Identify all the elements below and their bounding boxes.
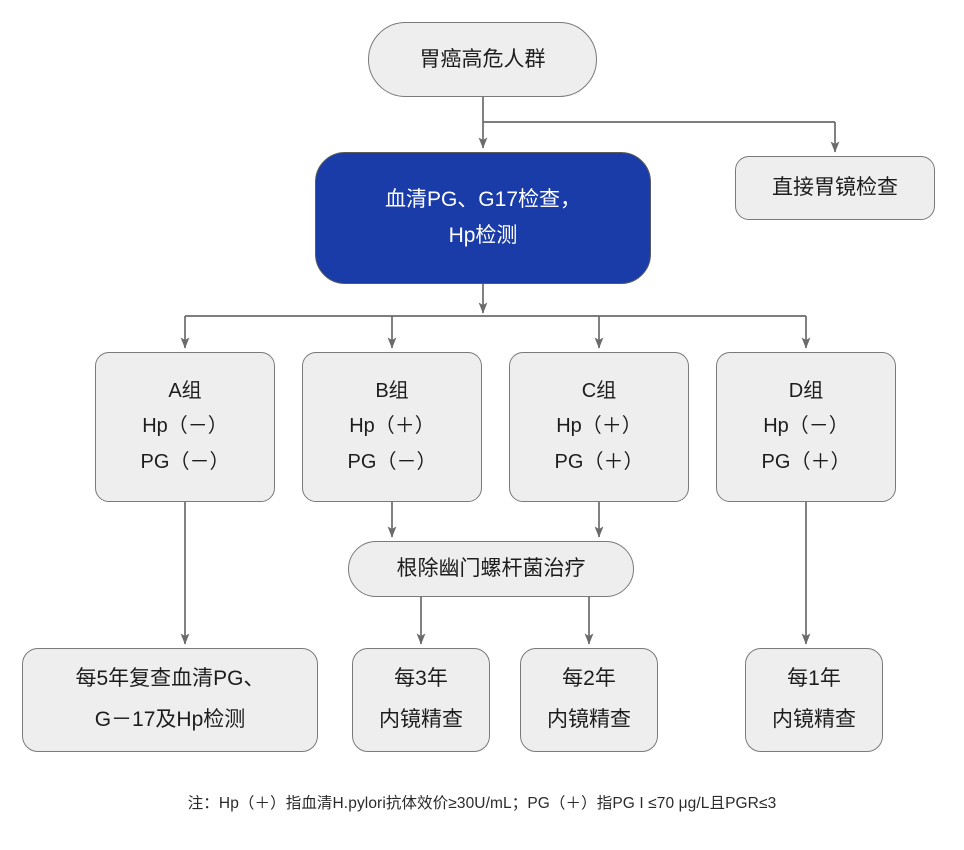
node-group-d[interactable]: D组 Hp（－） PG（＋）: [716, 352, 896, 502]
node-label-line-1: 每1年: [787, 667, 841, 691]
node-label-line-1: 每3年: [394, 667, 448, 691]
diagram-footnote: 注：Hp（＋）指血清H.pylori抗体效价≥30U/mL；PG（＋）指PG I…: [187, 795, 777, 812]
node-serum-screening[interactable]: 血清PG、G17检查， Hp检测: [315, 152, 651, 284]
node-label-line-2: Hp检测: [448, 224, 518, 247]
node-label: 直接胃镜检查: [772, 176, 898, 200]
group-hp-status: Hp（＋）: [349, 415, 435, 438]
group-name: D组: [788, 379, 824, 402]
node-label-line-2: 内镜精查: [547, 708, 631, 731]
group-name: A组: [168, 379, 202, 402]
group-pg-status: PG（－）: [140, 450, 230, 473]
node-label-line-1: 每2年: [562, 667, 616, 691]
node-label-line-2: 内镜精查: [379, 708, 463, 731]
group-hp-status: Hp（－）: [142, 415, 228, 438]
node-outcome-every-3-years[interactable]: 每3年 内镜精查: [352, 648, 490, 752]
node-outcome-every-5-years[interactable]: 每5年复查血清PG、 G－17及Hp检测: [22, 648, 318, 752]
group-pg-status: PG（＋）: [761, 450, 851, 473]
group-name: C组: [581, 379, 617, 402]
node-label: 胃癌高危人群: [419, 47, 546, 71]
group-pg-status: PG（＋）: [554, 450, 644, 473]
node-hp-eradication-therapy[interactable]: 根除幽门螺杆菌治疗: [348, 541, 634, 597]
node-high-risk-population[interactable]: 胃癌高危人群: [368, 22, 597, 97]
node-group-c[interactable]: C组 Hp（＋） PG（＋）: [509, 352, 689, 502]
group-hp-status: Hp（－）: [763, 415, 849, 438]
node-outcome-every-2-years[interactable]: 每2年 内镜精查: [520, 648, 658, 752]
node-label-line-2: G－17及Hp检测: [94, 708, 246, 731]
node-outcome-every-1-year[interactable]: 每1年 内镜精查: [745, 648, 883, 752]
node-group-a[interactable]: A组 Hp（－） PG（－）: [95, 352, 275, 502]
node-group-b[interactable]: B组 Hp（＋） PG（－）: [302, 352, 482, 502]
node-label: 根除幽门螺杆菌治疗: [396, 557, 586, 581]
group-pg-status: PG（－）: [347, 450, 437, 473]
group-hp-status: Hp（＋）: [556, 415, 642, 438]
node-direct-endoscopy[interactable]: 直接胃镜检查: [735, 156, 935, 220]
node-label-line-1: 血清PG、G17检查，: [384, 187, 582, 211]
group-name: B组: [375, 379, 409, 402]
node-label-line-1: 每5年复查血清PG、: [75, 667, 265, 691]
node-label-line-2: 内镜精查: [772, 708, 856, 731]
